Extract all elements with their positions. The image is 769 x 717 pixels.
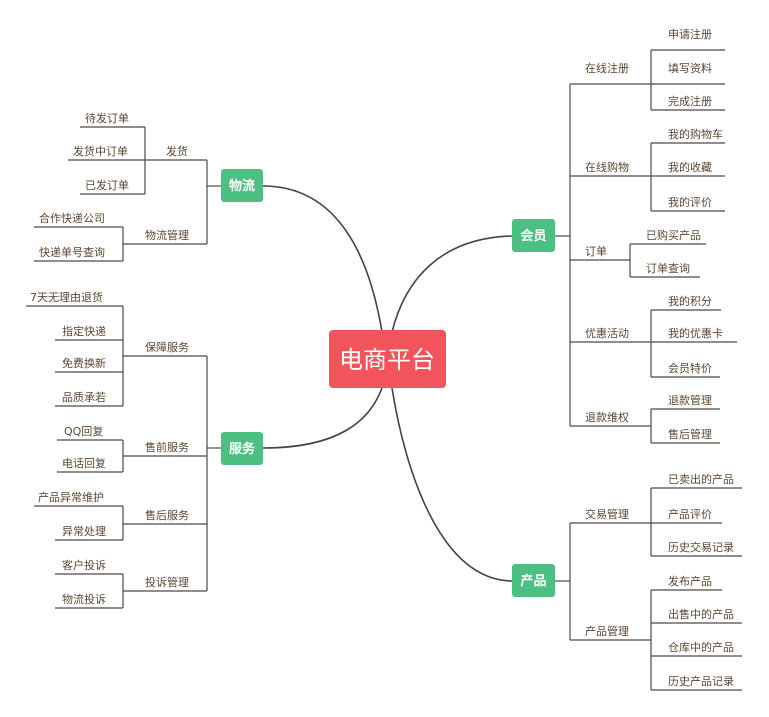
root-node[interactable]: 电商平台 <box>329 330 446 388</box>
group-label[interactable]: 在线购物 <box>585 160 629 174</box>
branch-product-box <box>512 564 555 597</box>
branch-product-label: 产品 <box>520 573 546 589</box>
branch-service-label: 服务 <box>229 441 256 457</box>
leaf-label[interactable]: 免费换新 <box>62 356 106 370</box>
leaf-label[interactable]: 合作快递公司 <box>39 211 105 225</box>
leaf-label[interactable]: 出售中的产品 <box>668 607 734 621</box>
connector-root-product <box>391 387 513 582</box>
leaf-label[interactable]: 7天无理由退货 <box>30 290 103 304</box>
leaf-label[interactable]: 产品评价 <box>668 507 712 521</box>
branch-node-product[interactable]: 产品 <box>512 564 555 597</box>
connector-root-logistics <box>262 185 383 333</box>
group-label[interactable]: 售后服务 <box>145 508 189 522</box>
leaf-label[interactable]: 会员特价 <box>668 361 712 375</box>
leaf-label[interactable]: 已卖出的产品 <box>668 472 734 486</box>
leaf-label[interactable]: 我的优惠卡 <box>668 326 723 340</box>
leaf-label[interactable]: 填写资料 <box>668 61 712 75</box>
group-label[interactable]: 投诉管理 <box>145 575 189 589</box>
leaf-label[interactable]: 电话回复 <box>62 456 106 470</box>
group-label[interactable]: 交易管理 <box>585 507 629 521</box>
group-label[interactable]: 优惠活动 <box>585 326 629 340</box>
leaf-label[interactable]: 我的积分 <box>668 294 712 308</box>
group-label[interactable]: 退款维权 <box>585 410 629 424</box>
branch-node-logistics[interactable]: 物流 <box>221 169 263 202</box>
leaf-label[interactable]: 完成注册 <box>668 94 712 108</box>
branch-logistics-box <box>221 169 263 202</box>
leaf-label[interactable]: 我的购物车 <box>668 127 723 141</box>
leaf-label[interactable]: 已购买产品 <box>646 228 701 242</box>
root-label: 电商平台 <box>339 346 435 374</box>
leaf-label[interactable]: 售后管理 <box>668 427 712 441</box>
leaf-label[interactable]: 异常处理 <box>62 525 106 538</box>
leaf-label[interactable]: 我的收藏 <box>668 160 712 174</box>
leaf-label[interactable]: 待发订单 <box>85 111 129 125</box>
branch-node-member[interactable]: 会员 <box>512 219 555 252</box>
leaf-label[interactable]: 已发订单 <box>85 178 129 192</box>
leaf-label[interactable]: 历史交易记录 <box>668 540 734 554</box>
leaf-label[interactable]: 我的评价 <box>668 195 712 209</box>
leaf-label[interactable]: 客户投诉 <box>62 558 106 572</box>
leaf-label[interactable]: 品质承若 <box>62 391 106 404</box>
group-label[interactable]: 物流管理 <box>145 228 189 242</box>
leaf-label[interactable]: 产品异常维护 <box>38 490 104 504</box>
product-subtree: 交易管理 已卖出的产品 产品评价 历史交易记录 产品管理 发布产品 出售中的产品… <box>585 472 734 688</box>
leaf-label[interactable]: 发货中订单 <box>73 144 128 158</box>
group-label[interactable]: 订单 <box>585 245 607 258</box>
member-subtree: 在线注册 申请注册 填写资料 完成注册 在线购物 我的购物车 我的收藏 我的评价… <box>585 27 723 441</box>
leaf-label[interactable]: 发布产品 <box>668 574 712 588</box>
connector-root-member <box>391 235 513 333</box>
branch-logistics-label: 物流 <box>229 178 255 194</box>
leaf-label[interactable]: 仓库中的产品 <box>668 640 734 654</box>
group-label[interactable]: 在线注册 <box>585 61 629 75</box>
logistics-service-tree-lines <box>26 126 221 609</box>
root-box <box>329 330 446 388</box>
logistics-subtree: 发货 待发订单 发货中订单 已发订单 物流管理 合作快递公司 快递单号查询 <box>39 111 189 259</box>
leaf-label[interactable]: 申请注册 <box>668 27 712 41</box>
leaf-label[interactable]: QQ回复 <box>64 424 103 438</box>
service-subtree: 保障服务 7天无理由退货 指定快递 免费换新 品质承若 售前服务 QQ回复 电话… <box>30 290 189 606</box>
leaf-label[interactable]: 指定快递 <box>62 324 106 338</box>
main-connectors <box>262 185 513 582</box>
leaf-label[interactable]: 快递单号查询 <box>39 245 105 259</box>
branch-member-box <box>512 219 555 252</box>
leaf-label[interactable]: 物流投诉 <box>62 592 106 606</box>
connector-root-service <box>262 387 383 449</box>
branch-service-box <box>221 432 263 465</box>
group-label[interactable]: 售前服务 <box>145 440 189 454</box>
group-label[interactable]: 产品管理 <box>585 624 629 638</box>
member-product-tree-lines <box>555 49 742 691</box>
group-label[interactable]: 保障服务 <box>145 340 189 354</box>
group-label[interactable]: 发货 <box>166 144 188 158</box>
leaf-label[interactable]: 退款管理 <box>668 393 712 407</box>
branch-member-label: 会员 <box>520 228 546 244</box>
branch-node-service[interactable]: 服务 <box>221 432 263 465</box>
leaf-label[interactable]: 订单查询 <box>646 261 690 275</box>
leaf-label[interactable]: 历史产品记录 <box>668 674 734 688</box>
